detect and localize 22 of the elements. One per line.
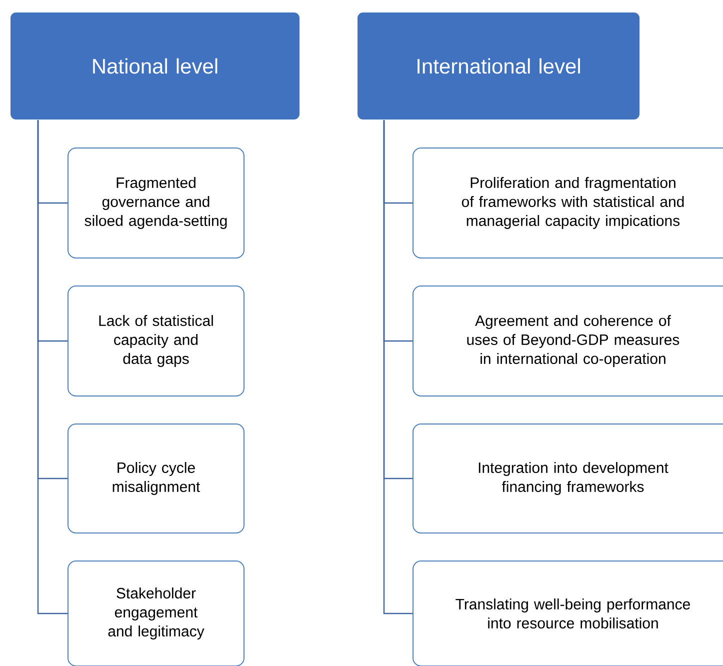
box-text: Lack of statistical capacity and data gaps	[99, 315, 213, 367]
box-text: International level	[418, 58, 580, 74]
connector-line	[383, 120, 412, 614]
box-text: Policy cycle misalignment	[112, 462, 200, 495]
challenge-box	[412, 424, 723, 534]
box-text: Integration into development financing frameworks	[478, 462, 668, 495]
challenge-box	[68, 560, 244, 666]
challenge-box	[412, 148, 723, 258]
header-box	[356, 12, 640, 120]
challenge-box	[412, 560, 723, 666]
challenge-box	[412, 286, 723, 396]
challenge-box	[68, 148, 244, 258]
box-text: Agreement and coherence of uses of Beyond-GDP measures in international co-operation	[467, 315, 680, 367]
connector-line	[37, 120, 68, 614]
challenge-box	[68, 286, 244, 396]
box-text: Stakeholder engagement and legitimacy	[108, 588, 204, 640]
box-text: National level	[93, 58, 218, 74]
header-box	[10, 12, 300, 120]
challenge-box	[68, 424, 244, 534]
box-text: Proliferation and fragmentation of frameworks with statistical and managerial capacity impications	[462, 177, 684, 229]
box-text: Translating well-being performance into resource mobilisation	[456, 598, 690, 628]
box-text: Fragmented governance and siloed agenda-setting	[84, 177, 227, 229]
